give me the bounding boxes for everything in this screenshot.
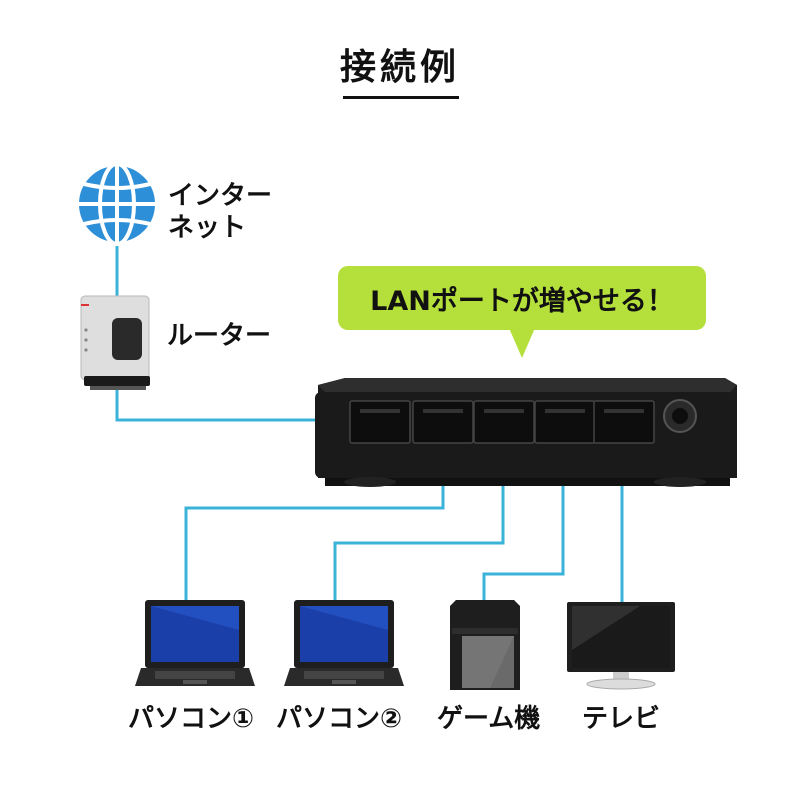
game-console-icon <box>450 600 520 690</box>
label-pc1: パソコン① <box>128 704 255 734</box>
laptop-icon <box>135 600 255 686</box>
benefit-callout: LANポートが増やせる！ <box>338 266 706 330</box>
dc-jack <box>663 399 697 433</box>
cable-switch-game <box>482 425 565 600</box>
globe-icon <box>75 162 159 246</box>
label-game: ゲーム機 <box>437 704 541 734</box>
router-icon <box>80 295 150 390</box>
label-pc2: パソコン② <box>276 704 403 734</box>
title-underline <box>343 96 459 99</box>
tv-icon <box>567 602 675 690</box>
label-router: ルーター <box>167 321 272 351</box>
diagram-title: 接続例 <box>339 47 460 88</box>
switch-icon <box>315 378 737 487</box>
callout-tail <box>509 328 535 358</box>
laptop-icon <box>284 600 404 686</box>
label-internet: インター ネット <box>168 181 273 243</box>
lan-ports <box>349 400 655 444</box>
label-tv: テレビ <box>582 704 661 734</box>
cable-router-switch <box>115 385 380 422</box>
